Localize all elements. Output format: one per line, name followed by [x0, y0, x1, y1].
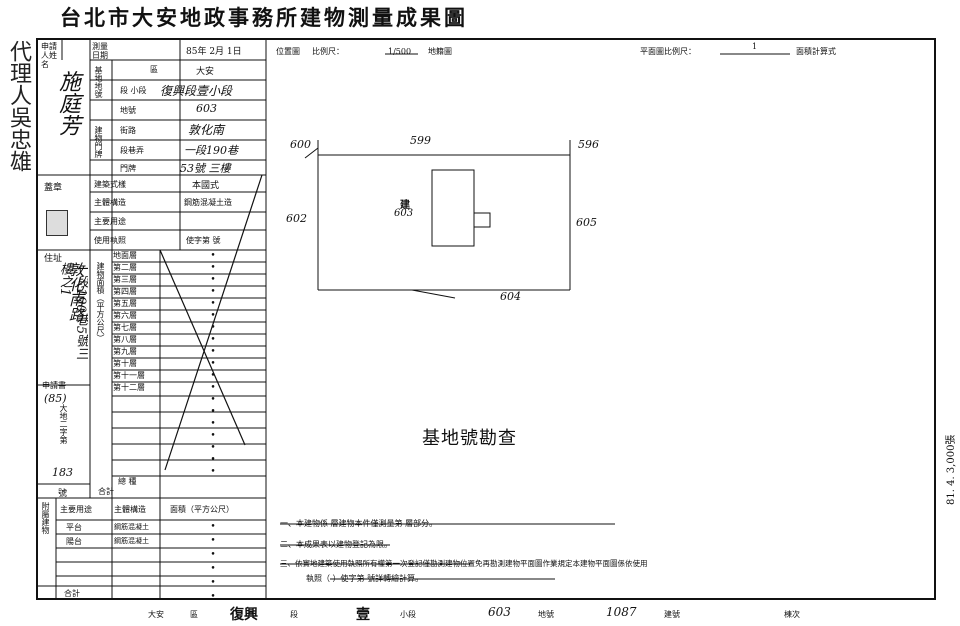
- floor-row: 第二層: [113, 263, 137, 272]
- annex-row-use: 陽台: [66, 537, 82, 546]
- license-value: 使字第 號: [186, 236, 221, 245]
- street-label: 街路: [120, 126, 136, 135]
- number-value: 53號 三樓: [180, 162, 231, 175]
- bldg-no-label: 建物門牌: [94, 126, 103, 158]
- address-label: 住址: [44, 254, 63, 264]
- lot-label-602: 602: [286, 212, 307, 225]
- structure-value: 鋼筋混凝土造: [184, 198, 232, 207]
- lot-label-604: 604: [500, 290, 521, 303]
- receipt-year: (85): [44, 392, 67, 405]
- inspection-stamp: 基地號勘查: [422, 428, 517, 449]
- address-street-handwritten: 敦化南路: [67, 262, 85, 322]
- district-value: 大安: [196, 67, 215, 77]
- lot-label-599: 599: [410, 134, 431, 147]
- annex-row-structure: 鋼筋混凝土: [114, 523, 149, 531]
- building-lot: 603: [394, 208, 414, 219]
- style-label: 建築式樣: [94, 180, 126, 189]
- building-label: 建: [400, 200, 410, 211]
- footer-section: 復興: [230, 607, 258, 623]
- area-calc-label: 面積計算式: [796, 47, 836, 56]
- plan-scale-label: 平面圖比例尺：: [640, 47, 696, 56]
- scale-value: 1/500: [388, 47, 412, 56]
- street-value: 敦化南: [188, 123, 225, 137]
- annex-label: 附屬建物: [41, 502, 50, 534]
- license-label: 使用執照: [94, 236, 126, 245]
- footer-lot: 603: [488, 605, 511, 619]
- footer-lot-unit: 地號: [538, 610, 554, 619]
- survey-date: 85年 2月 1日: [186, 47, 242, 57]
- site-label: 基地地號: [94, 66, 103, 98]
- annex-total-label: 合計: [64, 589, 80, 598]
- floor-row: 第十層: [113, 359, 137, 368]
- annex-structure-label: 主體構造: [114, 505, 146, 514]
- floors-label: 建物面積（平方公尺）: [96, 262, 105, 342]
- receipt-label: 申請書: [42, 381, 66, 390]
- footer-bldg-unit: 建號: [664, 610, 680, 619]
- floor-row: 第七層: [113, 323, 137, 332]
- footer-floor-unit: 棟次: [784, 610, 800, 619]
- applicant-label: 申請人姓名: [41, 42, 57, 69]
- section-value: 復興段壹小段: [160, 84, 233, 98]
- floor-row: 第十一層: [113, 371, 145, 380]
- seal-stamp: [46, 210, 68, 236]
- scale-label: 比例尺：: [312, 47, 344, 56]
- footer-subsection: 壹: [356, 607, 370, 623]
- receipt-suffix: 號: [58, 489, 68, 499]
- note-line: 一、本建物係 層建物本件僅測量第 層部分。: [280, 519, 438, 528]
- footer-subsection-unit: 小段: [400, 610, 416, 619]
- floor-row: 第九層: [113, 347, 137, 356]
- lot-label-605: 605: [576, 216, 597, 229]
- plan-scale-value: 1: [752, 42, 758, 51]
- floor-row: 第十二層: [113, 383, 145, 392]
- agent-name: 代理人吳忠雄: [6, 40, 31, 172]
- survey-date-label: 測量日期: [92, 42, 108, 60]
- form-frame: [36, 38, 936, 600]
- receipt-number: 183: [52, 466, 73, 479]
- number-label: 門牌: [120, 164, 136, 173]
- receipt-prefix: 大地二字第: [59, 404, 68, 444]
- footer-district-unit: 區: [190, 610, 198, 619]
- floor-row: 第五層: [113, 299, 137, 308]
- floor-row: 第八層: [113, 335, 137, 344]
- applicant-name: 施庭芳: [55, 70, 80, 136]
- note-line: 二、本成果表以建物登記為限。: [280, 540, 392, 549]
- floor-list: 地面層 第二層 第三層 第四層 第五層 第六層 第七層 第八層 第九層 第十層 …: [113, 250, 159, 394]
- lane-value: 一段190巷: [184, 144, 238, 157]
- note-line: 執照（ ）使字第 號詳轉繪計算。: [306, 574, 424, 583]
- location-label: 位置圖: [276, 47, 300, 56]
- note-line: 三、依實地建築使用執照所有權第一次登記僅勘測建物位置免再勘測建物平面圖作業規定本…: [280, 559, 648, 568]
- footer-section-unit: 段: [290, 610, 298, 619]
- lane-label: 段巷弄: [120, 146, 144, 155]
- use-label: 主要用途: [94, 217, 126, 226]
- section-label: 段 小段: [120, 86, 147, 95]
- total-area-label: 總 種: [118, 477, 137, 486]
- footer-district: 大安: [148, 610, 164, 619]
- document-title: 台北市大安地政事務所建物測量成果圖: [60, 5, 468, 30]
- seal-label: 蓋章: [44, 183, 63, 193]
- floor-row: 第六層: [113, 311, 137, 320]
- footer-bldg-no: 1087: [606, 605, 637, 619]
- floor-area-dots: •••••••••••••••••••: [210, 251, 216, 477]
- floor-row: 第四層: [113, 287, 137, 296]
- lot-label: 地號: [120, 106, 136, 115]
- style-value: 本國式: [192, 181, 220, 191]
- lot-label-596: 596: [578, 138, 599, 151]
- total-label: 合計: [98, 487, 114, 496]
- annex-area-dots: ••••••: [210, 522, 216, 602]
- district-label: 區: [150, 65, 158, 74]
- annex-area-label: 面積（平方公尺）: [170, 505, 234, 514]
- lot-value: 603: [196, 102, 217, 115]
- floor-row: 第三層: [113, 275, 137, 284]
- lot-label-600: 600: [290, 138, 311, 151]
- print-note: 81. 4. 3,000張: [946, 434, 957, 505]
- plot-label: 地籍圖: [428, 47, 452, 56]
- structure-label: 主體構造: [94, 198, 126, 207]
- floor-row: 地面層: [113, 251, 137, 260]
- annex-row-structure: 鋼筋混凝土: [114, 537, 149, 545]
- annex-use-label: 主要用途: [60, 505, 92, 514]
- annex-row-use: 平台: [66, 523, 82, 532]
- address-value: 一段190巷5號三樓之1: [57, 262, 88, 361]
